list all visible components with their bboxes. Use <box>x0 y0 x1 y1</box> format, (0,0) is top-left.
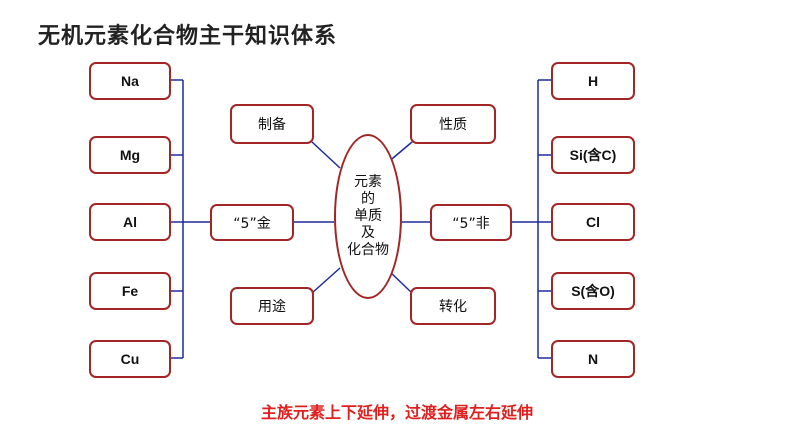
left-element-label: Al <box>123 214 137 230</box>
right-element-label: S(含O) <box>571 283 615 299</box>
right-element-box-h: H <box>551 62 635 100</box>
center-line: 化合物 <box>347 242 389 258</box>
nonmetal-group-box: “5”非 <box>430 204 512 241</box>
properties-box: 性质 <box>410 104 496 144</box>
uses-box: 用途 <box>230 287 314 325</box>
preparation-box: 制备 <box>230 104 314 144</box>
right-element-box-s: S(含O) <box>551 272 635 310</box>
center-line: 单质 <box>354 208 382 224</box>
left-element-label: Mg <box>119 147 141 163</box>
page-title: 无机元素化合物主干知识体系 <box>38 24 338 49</box>
right-element-label: Cl <box>586 214 600 230</box>
metal-group-box: “5”金 <box>210 204 294 241</box>
right-element-box-n: N <box>551 340 635 378</box>
right-element-label: N <box>587 351 599 367</box>
left-element-box-al: Al <box>89 203 171 241</box>
center-line: 及 <box>361 225 375 241</box>
footer-note: 主族元素上下延伸，过渡金属左右延伸 <box>260 403 533 422</box>
properties-label: 性质 <box>439 117 467 133</box>
center-topic-ellipse: 元素 的 单质 及 化合物 <box>334 134 402 299</box>
right-element-box-cl: Cl <box>551 203 635 241</box>
center-line: 元素 <box>354 174 382 190</box>
left-element-label: Cu <box>120 351 140 367</box>
conversion-box: 转化 <box>410 287 496 325</box>
right-element-label: Si(含C) <box>569 147 617 163</box>
right-element-label: H <box>587 73 599 89</box>
left-element-box-fe: Fe <box>89 272 171 310</box>
center-line: 的 <box>361 191 375 207</box>
metal-group-label: “5”金 <box>233 215 271 232</box>
left-element-box-cu: Cu <box>89 340 171 378</box>
left-element-box-na: Na <box>89 62 171 100</box>
left-element-label: Fe <box>121 283 139 299</box>
conversion-label: 转化 <box>439 299 467 315</box>
uses-label: 用途 <box>258 299 286 315</box>
nonmetal-group-label: “5”非 <box>452 215 490 232</box>
preparation-label: 制备 <box>258 117 286 133</box>
left-element-label: Na <box>121 73 139 89</box>
right-element-box-si: Si(含C) <box>551 136 635 174</box>
left-element-box-mg: Mg <box>89 136 171 174</box>
